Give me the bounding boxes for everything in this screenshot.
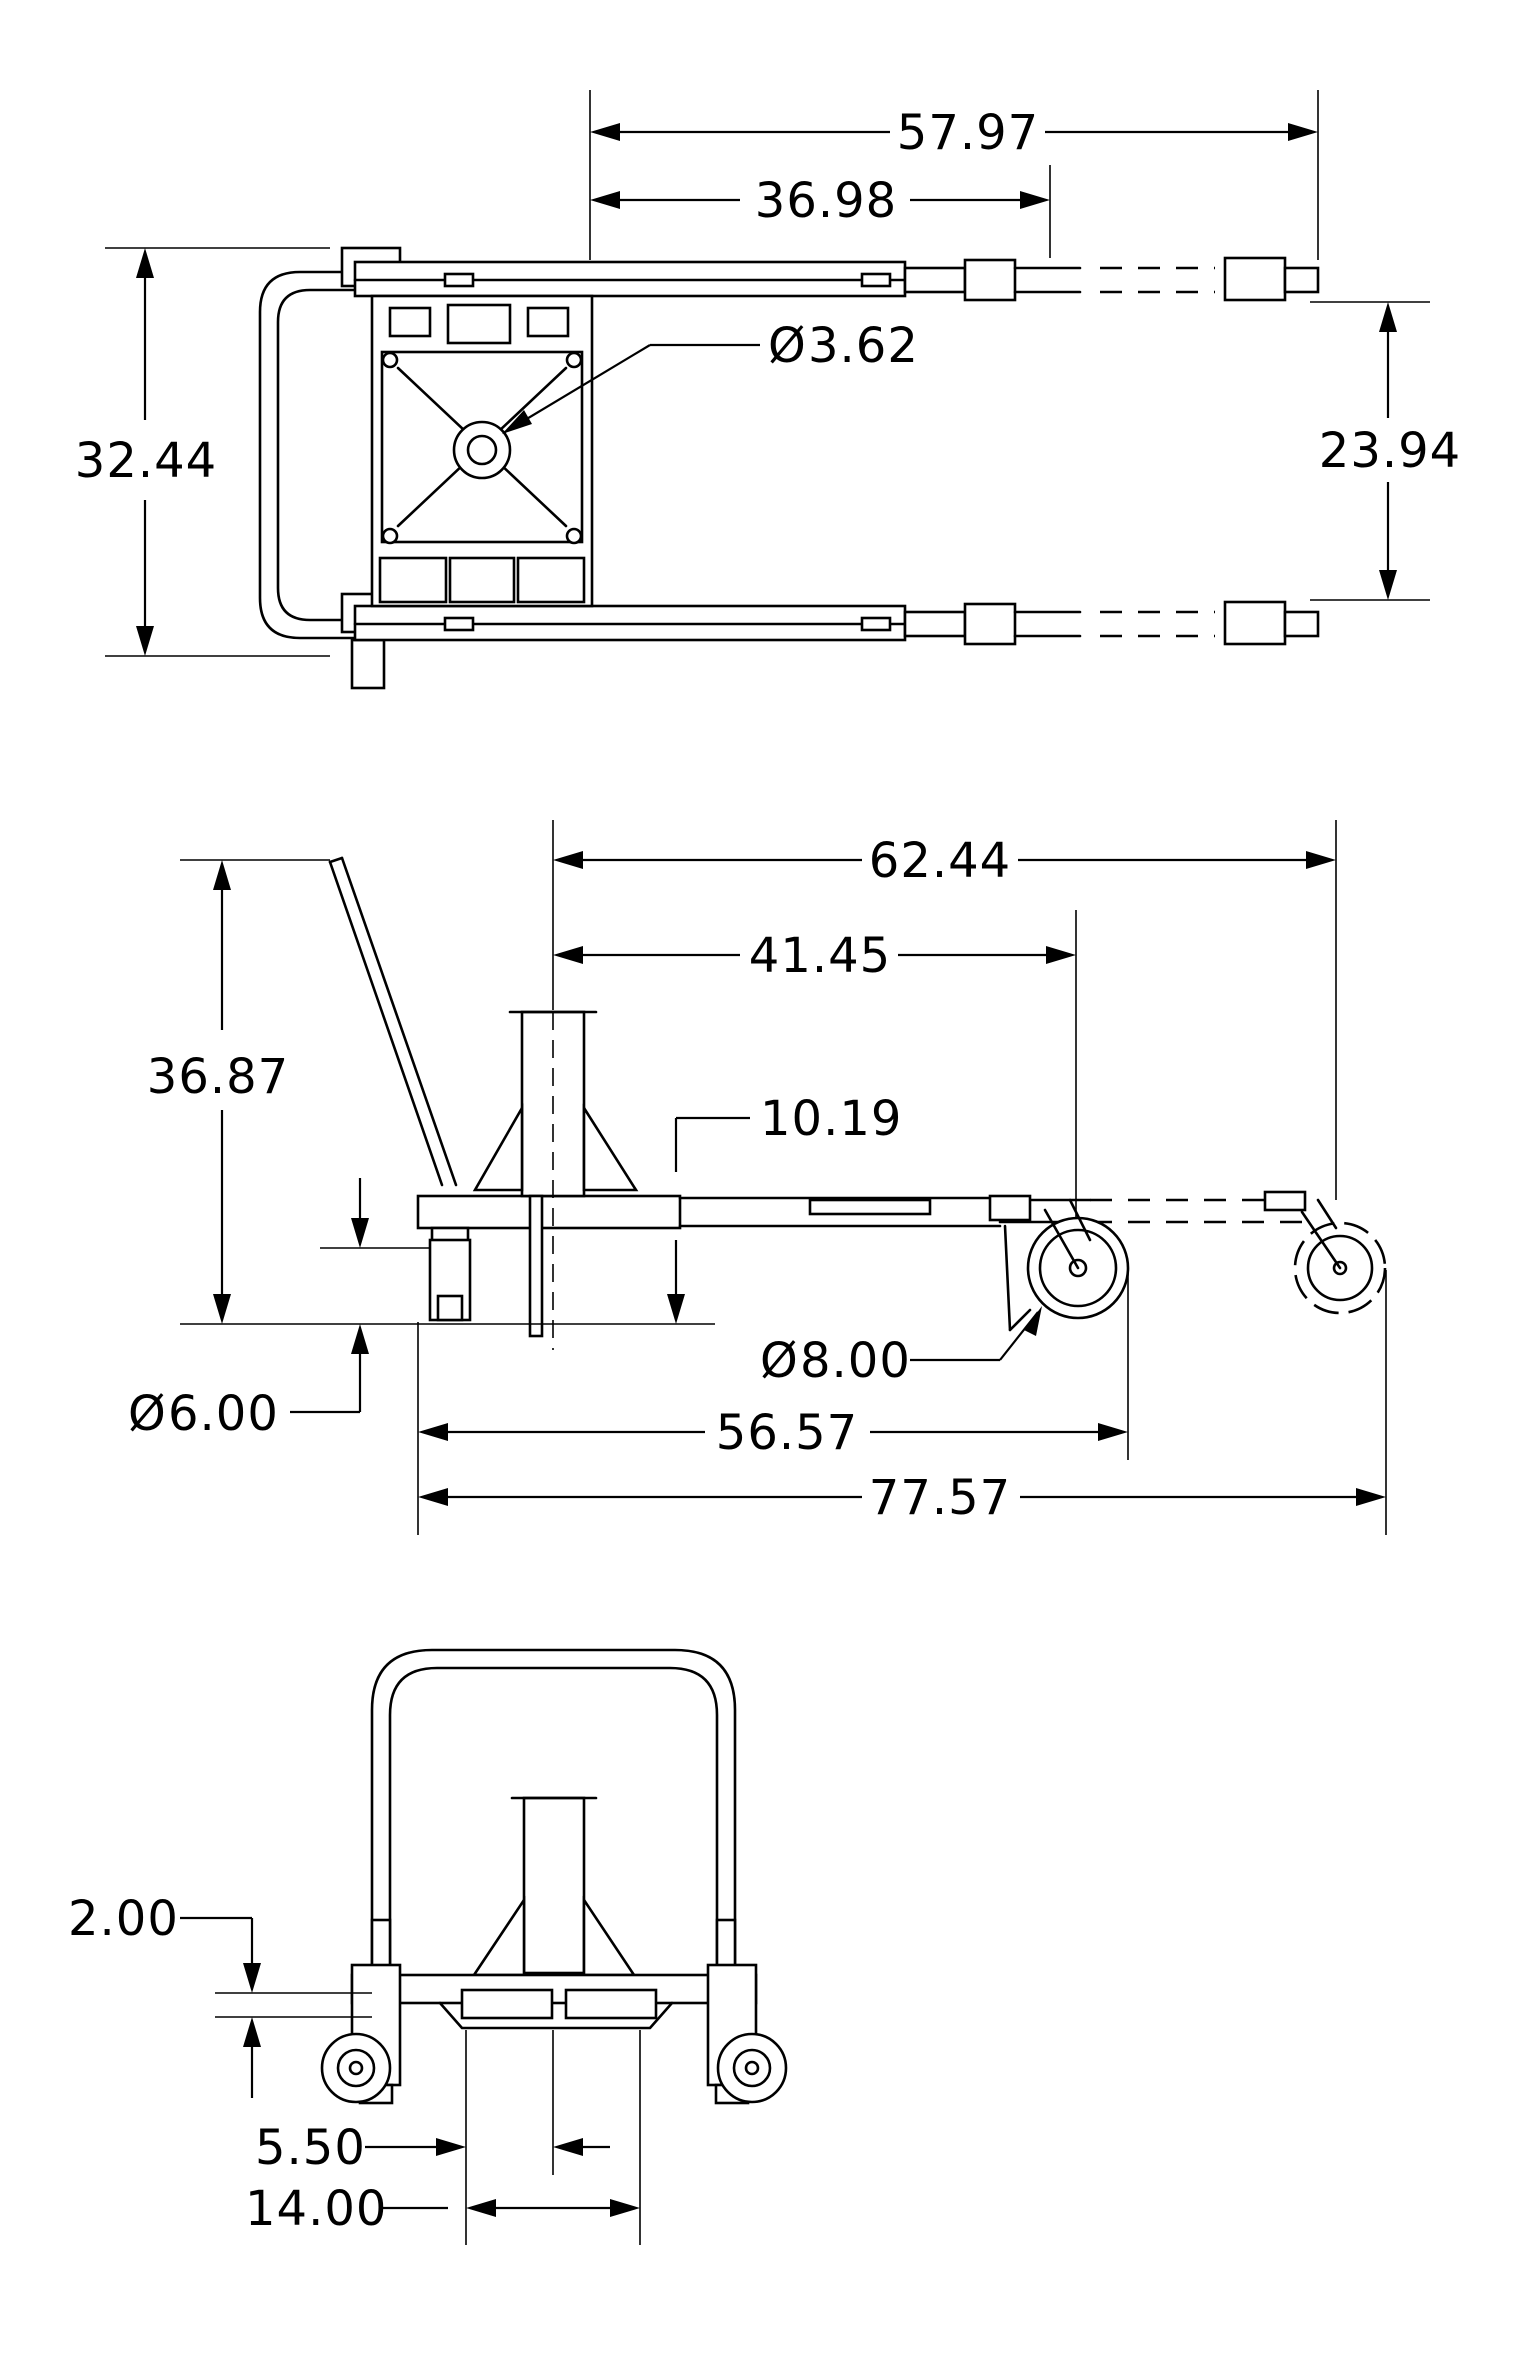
- dim-label: 2.00: [68, 1891, 179, 1947]
- dim-deck-height-side: 10.19: [667, 1091, 902, 1324]
- dim-overall-length-side: 77.57: [418, 1270, 1387, 1535]
- diameter-symbol: Ø: [760, 1333, 799, 1389]
- dim-label: 23.94: [1319, 423, 1461, 479]
- dim-caster-spacing-top: 23.94: [1310, 301, 1461, 601]
- dim-label: 14.00: [245, 2181, 387, 2237]
- side-view: 62.44 41.45 36.87 10.19: [128, 820, 1387, 1535]
- dim-label: 32.44: [75, 433, 217, 489]
- deck-bar: [350, 1973, 758, 2005]
- diameter-symbol: Ø: [128, 1386, 167, 1442]
- handle-frame: [370, 1648, 737, 1977]
- dim-label: 8.00: [800, 1333, 911, 1389]
- diameter-symbol: Ø: [768, 318, 807, 374]
- dim-ground-clearance-front: 2.00: [68, 1891, 372, 2098]
- dim-wheel-diameter-side: Ø 8.00: [760, 1306, 1042, 1389]
- dim-overall-width-top: 32.44: [75, 247, 330, 657]
- dim-label: 41.45: [749, 928, 891, 984]
- mast: [522, 1796, 586, 1975]
- dim-label: 6.00: [168, 1386, 279, 1442]
- dim-label: 5.50: [255, 2120, 366, 2176]
- dim-label: 3.62: [808, 318, 919, 374]
- dim-label: 36.87: [147, 1049, 289, 1105]
- dim-mast-diameter-top: Ø 3.62: [502, 318, 919, 434]
- front-view: 2.00 5.50 14.00: [68, 1648, 788, 2245]
- handle: [328, 860, 444, 1187]
- dim-wheelbase-side: 56.57: [417, 1270, 1129, 1535]
- handle-loop: [258, 270, 357, 640]
- dim-mast-to-caster-top: 36.98: [590, 165, 1051, 258]
- dim-overall-height-side: 36.87: [147, 859, 715, 1325]
- top-view: 57.97 36.98 32.44: [75, 90, 1461, 690]
- dim-label: 77.57: [869, 1470, 1011, 1526]
- dim-overall-reach-side: 62.44: [552, 820, 1337, 1200]
- dim-label: 62.44: [869, 833, 1011, 889]
- dim-mast-to-wheel-side: 41.45: [553, 910, 1077, 1218]
- dim-pad-offset-front: 5.50: [255, 2030, 610, 2245]
- dim-label: 36.98: [755, 173, 897, 229]
- dim-label: 56.57: [716, 1405, 858, 1461]
- dim-overall-reach-top: 57.97: [589, 90, 1319, 260]
- base-frame: [416, 1194, 682, 1230]
- dim-caster-diameter-side: Ø 6.00: [128, 1178, 430, 1442]
- dim-label: 10.19: [760, 1091, 902, 1147]
- dim-label: 57.97: [897, 105, 1039, 161]
- dim-pad-width-front: 14.00: [245, 2030, 641, 2245]
